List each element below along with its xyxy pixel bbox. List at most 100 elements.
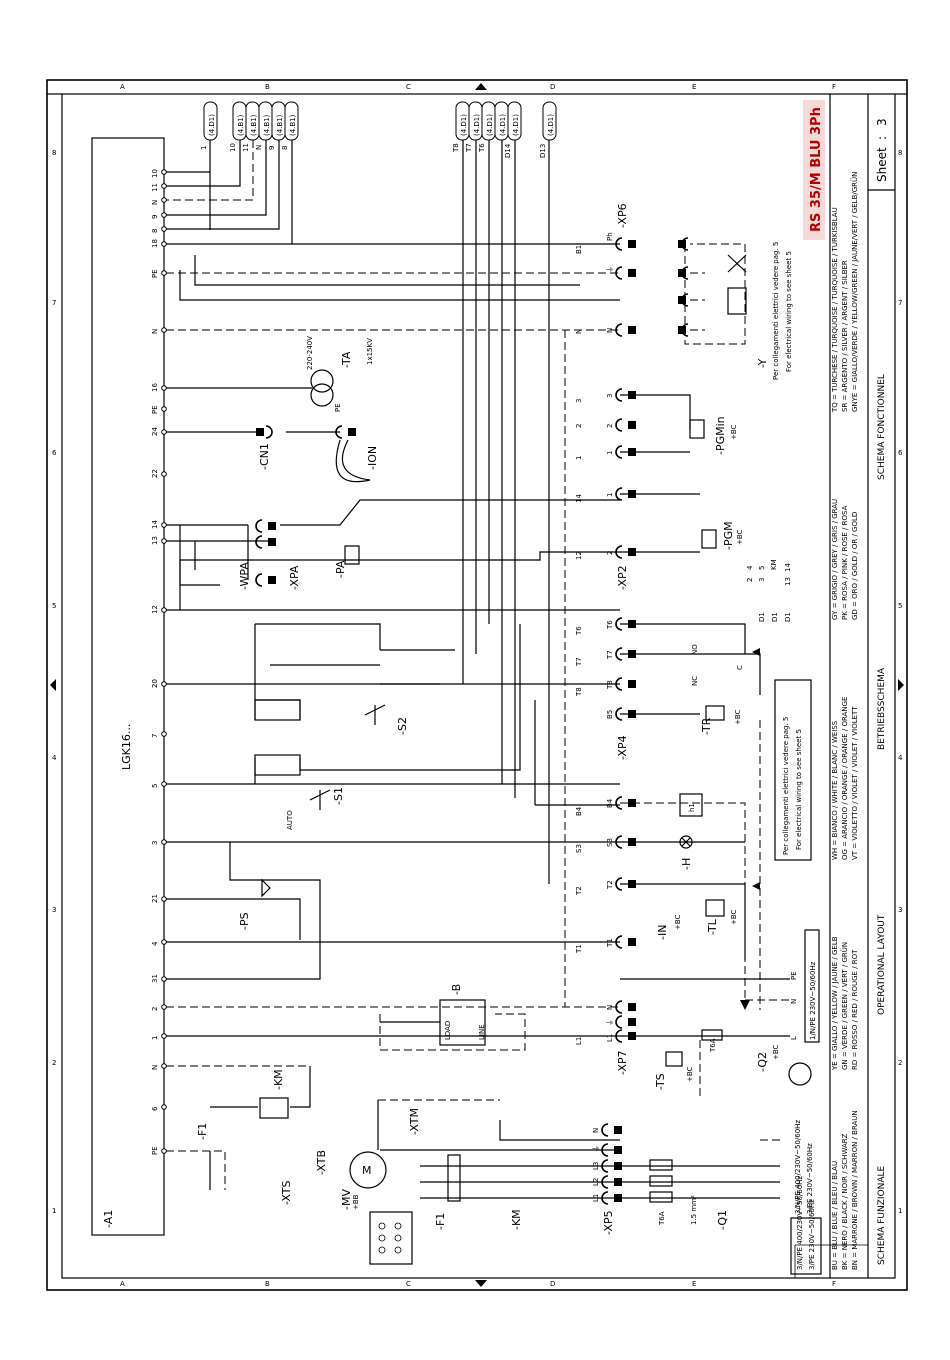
pushbutton-s2-icon (364, 704, 386, 725)
frame-row-a-top: A (120, 83, 125, 91)
motor-terminal-box-icon (369, 1211, 413, 1265)
supply-aux-pe: PE (790, 971, 798, 980)
xp7-pin-pe: ⏚ (606, 1019, 614, 1026)
fuse-3-icon (649, 1191, 673, 1203)
frame-row-c-top: C (406, 83, 411, 91)
note-y-en: For electrical wiring to see sheet 5 (785, 251, 793, 372)
wire-n: N (575, 329, 583, 334)
label-xts: -XTS (280, 1181, 293, 1205)
frame-row-b-bottom: B (265, 1280, 270, 1288)
frame-col-8-left: 8 (52, 149, 56, 157)
ignition-transformer-ta: -TA 220-240V 1x15KV PE (306, 336, 374, 412)
gas-pressure-max-icon (701, 529, 717, 549)
label-in-bc: +BC (674, 914, 682, 930)
pressure-switch-pa-icon (344, 545, 360, 565)
km-row2-c: 5 (758, 566, 766, 570)
label-ta-volt: 220-240V (306, 336, 314, 370)
legend-bk: BK = NERO / BLACK / NOIR / SCHWARZ (841, 1133, 849, 1270)
note-tr-en: For electrical wiring to see sheet 5 (795, 729, 803, 850)
label-ts: -TS (654, 1073, 667, 1090)
drawing-frame: A B C D E F A B C D E F 1 2 3 4 5 6 7 8 … (46, 79, 908, 1291)
legend-bu: BU = BLU / BLUE / BLEU / BLAU (831, 1161, 839, 1270)
xp4-pin-t6: T6 (606, 620, 614, 630)
frame-col-2-right: 2 (898, 1059, 902, 1067)
wire-3: 3 (575, 399, 583, 403)
terminal-2: 2 (151, 1007, 159, 1011)
xp4-pin-t7: T7 (606, 650, 614, 660)
legend-gd: GD = ORO / GOLD / OR / GOLD (851, 512, 859, 620)
frame-col-4-left: 4 (52, 754, 57, 762)
legend-gn: GN = VERDE / GREEN / VERT / GRÜN (840, 942, 849, 1070)
label-f1-aux: -F1 (196, 1123, 209, 1140)
frame-col-7-right: 7 (898, 299, 902, 307)
xp6-pin-n: N (606, 328, 614, 333)
wire-2: 2 (575, 424, 583, 428)
frame-col-6-right: 6 (898, 449, 903, 457)
terminal-5: 5 (151, 784, 159, 788)
fuse-t6a-aux-icon (701, 1029, 723, 1041)
xp6-pin-1: 1 (606, 451, 614, 455)
motor-fan-icon (788, 1062, 812, 1086)
xp6-pin-pe: ⏚ (606, 266, 614, 273)
wire-14: 14 (575, 494, 583, 503)
terminal-labels: 10 11 N 9 8 18 PE N 16 PE 24 22 14 13 12… (151, 169, 159, 1155)
wire-t6: T6 (575, 626, 583, 636)
contactor-coil-km-icon (259, 1097, 289, 1119)
supply-motor-1: 3/N/PE 400/230V~50/60Hz (794, 1120, 802, 1214)
label-xpa: -XPA (288, 565, 301, 590)
xp7-pin-n: N (606, 1005, 614, 1010)
terminal-dots (161, 169, 167, 1154)
label-xtb: -XTB (315, 1150, 328, 1175)
label-ta-out: 1x15KV (366, 338, 374, 365)
bus-num-10: 10 (229, 143, 237, 152)
label-wpa: -WPA (238, 562, 251, 590)
terminal-24: 24 (151, 427, 159, 436)
label-f1-relay: -F1 (434, 1213, 447, 1230)
wire-s3: S3 (575, 844, 583, 853)
label-pgmin-bc: +BC (730, 424, 738, 440)
frame-col-3-right: 3 (898, 906, 902, 914)
frame-row-b-top: B (265, 83, 270, 91)
label-q2: -Q2 (756, 1052, 769, 1072)
terminal-12: 12 (151, 605, 159, 614)
terminal-n-top: N (151, 200, 159, 205)
label-cn1: -CN1 (258, 443, 271, 470)
center-mark-right (898, 679, 904, 691)
bus-ref-11: (4.B1) (250, 114, 258, 136)
thermostat-tr-icon (705, 705, 725, 721)
terminal-1: 1 (151, 1036, 159, 1040)
center-mark-top (475, 83, 487, 90)
connector-xp4: -XP4 (616, 735, 629, 760)
km-row1-c: 4 (746, 565, 754, 570)
sheet-no: 3 (875, 118, 889, 126)
bus-num-11: 11 (242, 143, 250, 152)
control-box-ref: -A1 (102, 1210, 115, 1228)
label-line: LINE (478, 1024, 486, 1040)
legend-tq: TQ = TURCHESE / TURQUOISE / TURQUOISE / … (831, 207, 839, 413)
frame-row-e-bottom: E (692, 1280, 696, 1288)
bus-ref-10: (4.B1) (237, 114, 245, 136)
label-ts-bc: +BC (686, 1066, 694, 1082)
legend-ye: YE = GIALLO / YELLOW / JAUNE / GELB (831, 936, 839, 1071)
thermostat-ts-icon (665, 1051, 683, 1067)
bus-num-1: 1 (200, 146, 208, 150)
supply-aux-l: L (790, 1036, 798, 1040)
label-tl-bc: +BC (730, 909, 738, 925)
frame-col-8-right: 8 (898, 149, 902, 157)
connector-xp6: -XP6 (616, 203, 629, 228)
label-mv-sub: +BB (352, 1194, 360, 1210)
legend-vt: VT = VIOLETTO / VIOLET / VIOLET / VIOLET… (851, 706, 859, 860)
wire-t1: T1 (575, 944, 583, 954)
frame-row-f-top: F (832, 83, 836, 91)
xp4-pin-t8: T8 (606, 680, 614, 690)
label-tr: -TR (700, 717, 713, 735)
thermostat-tl-icon (705, 899, 725, 917)
wiring (166, 140, 790, 1199)
terminal-22: 22 (151, 469, 159, 478)
label-pa: -PA (334, 560, 347, 578)
connector-xp5: -XP5 (602, 1210, 615, 1235)
terminal-20: 20 (151, 679, 159, 688)
control-box-name: LGK16... (120, 724, 133, 770)
xp4-pin-b4: B4 (606, 798, 614, 808)
supply-labels: 1/N/PE 230V~50/60Hz PE N L 3/N/PE 400/23… (790, 929, 822, 1275)
